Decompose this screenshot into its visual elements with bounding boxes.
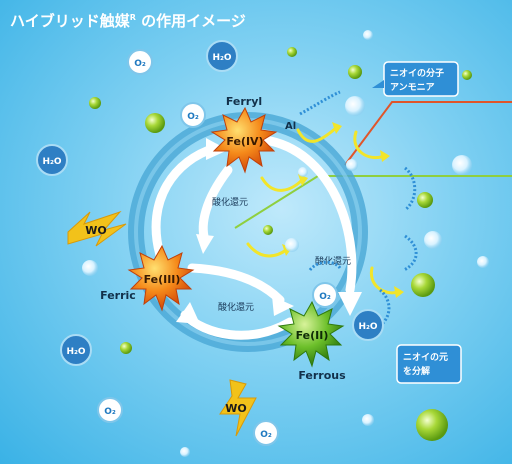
svg-text:H₂O: H₂O [212, 53, 231, 63]
h2o-molecule: H₂O [206, 40, 238, 72]
ferryl-label: Ferryl [226, 95, 262, 108]
svg-text:O₂: O₂ [134, 59, 146, 69]
svg-text:O₂: O₂ [260, 430, 272, 440]
ferrous-node: Fe(II) [277, 300, 345, 368]
svg-text:ニオイの元: ニオイの元 [403, 352, 448, 363]
light-beam-green [234, 175, 512, 229]
wo-bolt-left: WO [67, 210, 127, 247]
h2o-molecule: H₂O [36, 144, 68, 176]
wo-label-left: WO [85, 224, 106, 237]
svg-text:H₂O: H₂O [358, 322, 377, 332]
redox-label-right: 酸化還元 [315, 255, 351, 267]
ferryl-node: Fe(IV) [210, 106, 278, 174]
ferrous-formula: Fe(II) [296, 329, 329, 342]
wo-bolt-bottom: WO [219, 379, 257, 437]
svg-text:アンモニア: アンモニア [390, 82, 435, 93]
light-beam-red [344, 101, 512, 166]
o2-molecule: O₂ [180, 102, 206, 128]
white-particles [82, 30, 489, 457]
ferrous-label: Ferrous [298, 369, 346, 382]
o2-molecule: O₂ [312, 282, 338, 308]
svg-text:H₂O: H₂O [42, 157, 61, 167]
callout-decompose: ニオイの元 を分解 [396, 344, 462, 384]
o2-molecule: O₂ [97, 397, 123, 423]
svg-text:O₂: O₂ [104, 407, 116, 417]
o2-molecule: O₂ [127, 49, 153, 75]
h2o-molecule: H₂O [352, 309, 384, 341]
wo-label-bottom: WO [225, 402, 246, 415]
ferric-node: Fe(III) [127, 244, 195, 312]
svg-text:ニオイの分子: ニオイの分子 [390, 67, 444, 79]
yellow-swooshes [246, 126, 400, 295]
o2-molecule: O₂ [253, 420, 279, 446]
svg-text:O₂: O₂ [319, 292, 331, 302]
redox-label-bottom: 酸化還元 [218, 301, 254, 313]
green-particles [89, 47, 472, 441]
ferric-formula: Fe(III) [144, 273, 181, 286]
svg-text:を分解: を分解 [403, 365, 430, 377]
h2o-molecule: H₂O [60, 334, 92, 366]
redox-label-top: 酸化還元 [212, 196, 248, 208]
ferryl-formula: Fe(IV) [226, 135, 263, 148]
ferric-label: Ferric [100, 289, 136, 302]
diagram-title: ハイブリッド触媒R の作用イメージ [10, 12, 246, 30]
al-label: Al [285, 121, 296, 132]
callout-odor-molecules: ニオイの分子 アンモニア [372, 61, 459, 97]
svg-text:O₂: O₂ [187, 112, 199, 122]
svg-text:H₂O: H₂O [66, 347, 85, 357]
